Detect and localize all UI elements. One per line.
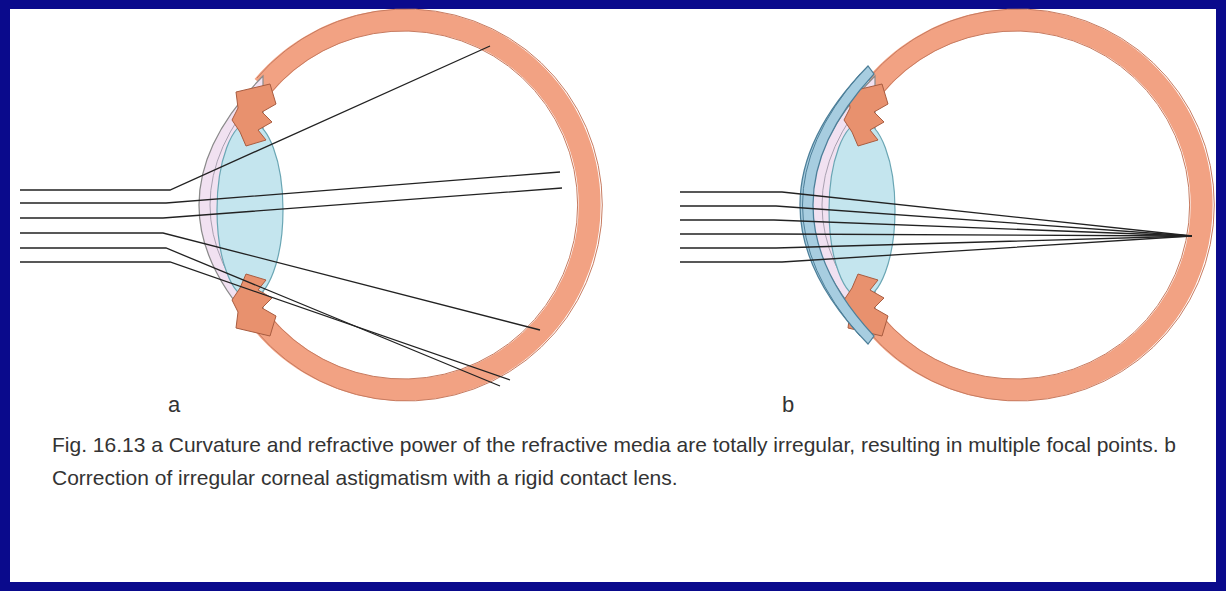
panel-letter: a: [168, 392, 180, 418]
panel-letter: b: [782, 392, 794, 418]
white-panel: [10, 9, 1216, 582]
figure-caption: Fig. 16.13 a Curvature and refractive po…: [52, 428, 1192, 494]
